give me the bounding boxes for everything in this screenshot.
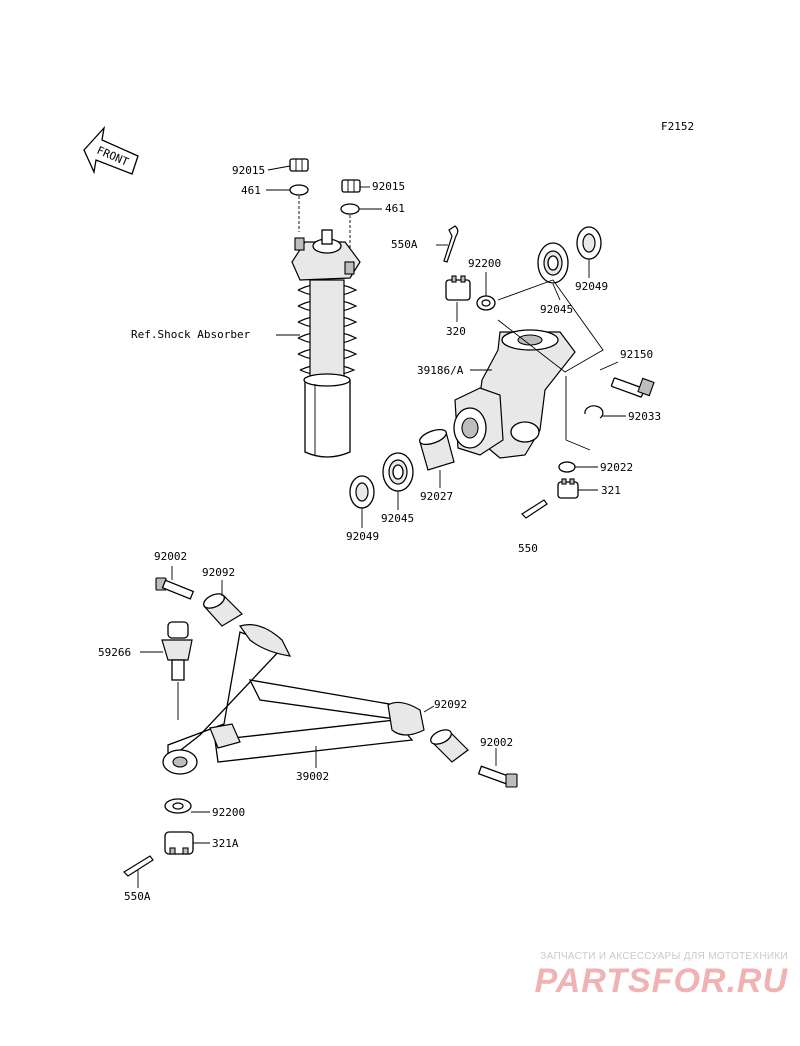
- nut-92015-b: [341, 179, 361, 193]
- label-92033: 92033: [628, 410, 661, 423]
- bolt-92150: [610, 377, 655, 398]
- label-ref-shock-absorber: Ref.Shock Absorber: [131, 328, 251, 341]
- bearing-92045-bottom: [382, 452, 414, 492]
- label-92200-bottom: 92200: [212, 806, 245, 819]
- bolt-92002-b: [477, 765, 518, 788]
- watermark-tagline: ЗАПЧАСТИ И АКСЕССУАРЫ ДЛЯ МОТОТЕХНИКИ: [540, 951, 788, 962]
- bushing-92092-a: [203, 593, 243, 627]
- washer-461-b: [340, 203, 360, 215]
- label-320: 320: [446, 325, 466, 338]
- lower-a-arm-39002: [162, 624, 425, 775]
- shock-absorber: [289, 158, 361, 458]
- circlip-92033: [584, 405, 604, 419]
- castle-nut-321: [557, 478, 579, 499]
- label-92150: 92150: [620, 348, 653, 361]
- label-92092-b: 92092: [434, 698, 467, 711]
- label-92045-bottom: 92045: [381, 512, 414, 525]
- cotter-pin-550A-top: [443, 225, 459, 263]
- label-92045-top: 92045: [540, 303, 573, 316]
- label-550: 550: [518, 542, 538, 555]
- front-arrow-icon: FRONT: [83, 125, 139, 175]
- bushing-92092-b: [430, 729, 469, 763]
- label-550A-bottom: 550A: [124, 890, 151, 903]
- nut-92015-a: [289, 158, 309, 172]
- label-550A-top: 550A: [391, 238, 418, 251]
- label-39186A: 39186/A: [417, 364, 464, 377]
- bearing-92045-top: [537, 242, 569, 284]
- label-92092-a: 92092: [202, 566, 235, 579]
- label-92015-b: 92015: [372, 180, 405, 193]
- castle-nut-320: [445, 275, 471, 301]
- label-92022: 92022: [600, 461, 633, 474]
- label-92049-bottom: 92049: [346, 530, 379, 543]
- castle-nut-321A: [164, 831, 194, 855]
- washer-461-a: [289, 184, 309, 196]
- label-92200-top: 92200: [468, 257, 501, 270]
- seal-92049-top: [576, 226, 602, 260]
- cotter-pin-550A-bottom: [123, 855, 154, 877]
- washer-92200-bottom: [164, 798, 192, 814]
- washer-92022: [558, 461, 576, 473]
- label-92027: 92027: [420, 490, 453, 503]
- label-92002-a: 92002: [154, 550, 187, 563]
- label-59266: 59266: [98, 646, 131, 659]
- label-461-b: 461: [385, 202, 405, 215]
- label-92002-b: 92002: [480, 736, 513, 749]
- label-39002: 39002: [296, 770, 329, 783]
- label-92049-top: 92049: [575, 280, 608, 293]
- spacer-92027: [419, 428, 455, 471]
- label-321A: 321A: [212, 837, 239, 850]
- washer-92200-top: [476, 295, 496, 311]
- bolt-92002-a: [155, 577, 195, 600]
- seal-92049-bottom: [349, 475, 375, 509]
- cotter-pin-550: [521, 499, 548, 519]
- label-461-a: 461: [241, 184, 261, 197]
- label-321: 321: [601, 484, 621, 497]
- label-92015-a: 92015: [232, 164, 265, 177]
- figure-code: F2152: [661, 120, 694, 133]
- watermark-brand: PARTSFOR.RU: [534, 962, 788, 1000]
- ball-joint-59266: [161, 621, 193, 681]
- knuckle-39186A: [453, 329, 576, 459]
